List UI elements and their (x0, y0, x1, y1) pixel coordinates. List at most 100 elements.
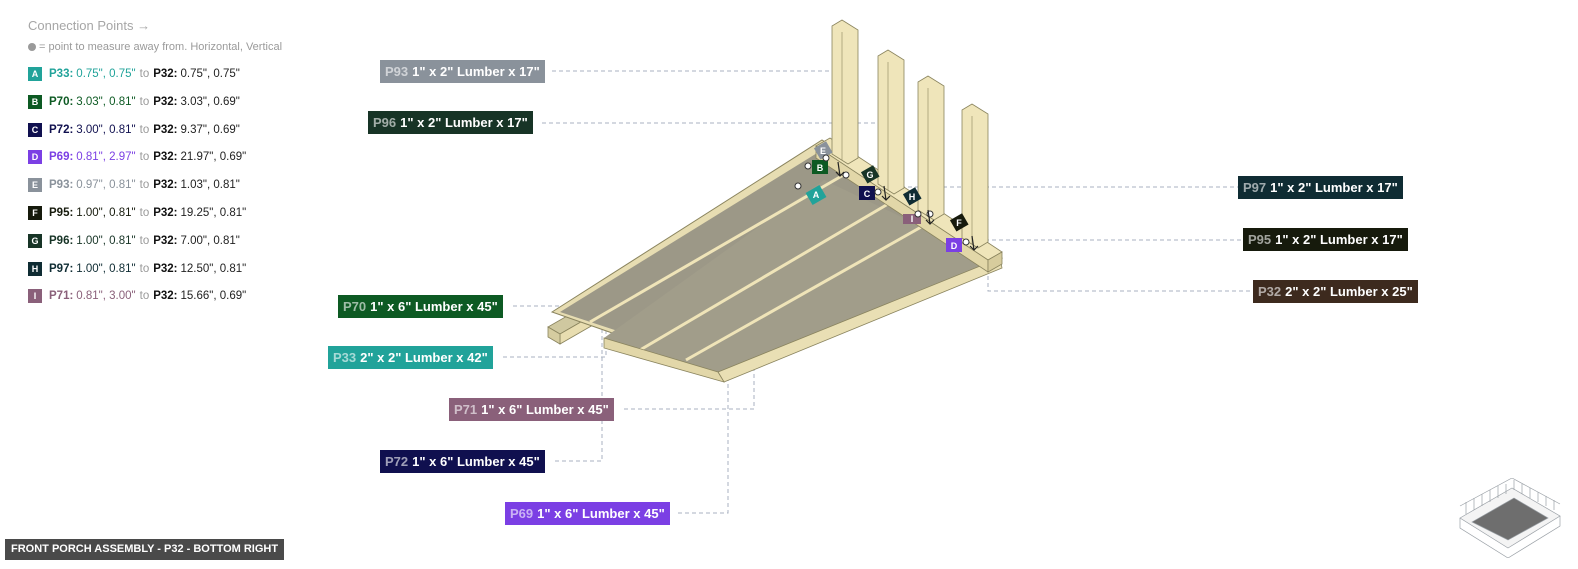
marker-b: B (812, 160, 828, 174)
part-id: P71 (454, 402, 478, 417)
connection-coord: 3.03", 0.81" (76, 95, 136, 108)
connection-to: to (139, 234, 150, 247)
legend-title: Connection Points → (28, 18, 151, 33)
part-id: P32 (1258, 284, 1282, 299)
part-id: P70 (343, 299, 367, 314)
connection-part: P70: (49, 95, 74, 108)
legend-note: = point to measure away from. Horizontal… (28, 40, 328, 54)
connection-points-legend: Connection Points → = point to measure a… (28, 17, 328, 304)
connection-target-part: P32: (153, 290, 178, 303)
rail-p33-end (547, 326, 561, 345)
svg-text:C: C (864, 189, 871, 199)
post-p93 (831, 19, 859, 165)
leader-p32 (987, 262, 1253, 292)
connection-coord: 1.00", 0.81" (76, 234, 136, 247)
connection-target-coord: 21.97", 0.69" (180, 151, 247, 164)
part-id: P97 (1243, 180, 1267, 195)
part-desc: 1" x 6" Lumber x 45" (481, 402, 609, 417)
connection-to: to (139, 179, 150, 192)
part-desc: 1" x 6" Lumber x 45" (370, 299, 498, 314)
connection-part: P33: (49, 68, 74, 80)
part-desc: 2" x 2" Lumber x 25" (1285, 284, 1413, 299)
svg-text:D: D (951, 241, 958, 251)
connection-badge: A (28, 67, 42, 81)
marker-g: G (860, 165, 880, 184)
svg-text:A: A (813, 190, 820, 200)
marker-a: A (805, 184, 827, 206)
connection-part: P71: (49, 290, 74, 303)
part-desc: 1" x 6" Lumber x 45" (412, 454, 540, 469)
leader-p69 (678, 352, 729, 514)
part-id: P69 (510, 506, 534, 521)
connection-target-coord: 12.50", 0.81" (180, 262, 247, 275)
marker-f: F (949, 213, 969, 232)
connector-arrow-icons (835, 161, 979, 251)
svg-text:G: G (866, 170, 873, 180)
connection-part: P95: (49, 207, 74, 219)
connection-target-part: P32: (153, 234, 178, 247)
connection-target-part: P32: (153, 151, 178, 164)
part-desc: 1" x 2" Lumber x 17" (400, 115, 528, 130)
part-desc: 2" x 2" Lumber x 42" (360, 350, 488, 365)
part-desc: 1" x 2" Lumber x 17" (412, 64, 540, 79)
connection-coord: 0.97", 0.81" (76, 179, 136, 192)
connection-to: to (139, 123, 150, 136)
connection-part: P96: (49, 234, 74, 247)
connection-target-part: P32: (153, 123, 178, 136)
post-p97 (917, 75, 945, 221)
svg-text:B: B (817, 163, 824, 173)
part-id: P72 (385, 454, 409, 469)
part-desc: 1" x 2" Lumber x 17" (1275, 232, 1403, 247)
connection-coord: 0.75", 0.75" (76, 68, 136, 80)
connection-target-coord: 9.37", 0.69" (180, 123, 240, 136)
connection-to: to (139, 151, 150, 164)
connection-target-coord: 15.66", 0.69" (180, 290, 247, 303)
post-p95 (961, 103, 989, 249)
connection-target-coord: 3.03", 0.69" (180, 95, 240, 108)
connection-target-part: P32: (153, 95, 178, 108)
board-seam-2 (639, 202, 889, 352)
view-label: FRONT PORCH ASSEMBLY - P32 - BOTTOM RIGH… (5, 539, 285, 560)
connection-part: P72: (49, 123, 74, 136)
marker-e: E (813, 141, 833, 160)
connection-target-part: P32: (153, 179, 178, 192)
connection-target-coord: 0.75", 0.75" (180, 68, 240, 80)
svg-text:F: F (956, 218, 962, 228)
connection-target-part: P32: (153, 68, 178, 80)
connection-target-part: P32: (153, 262, 178, 275)
part-desc: 1" x 2" Lumber x 17" (1270, 180, 1398, 195)
connection-to: to (139, 207, 150, 219)
connection-part: P93: (49, 179, 74, 192)
connection-coord: 1.00", 0.81" (76, 262, 136, 275)
connection-target-coord: 1.03", 0.81" (180, 179, 240, 192)
leader-p72 (555, 322, 603, 462)
connection-badge: G (28, 233, 42, 248)
svg-text:H: H (909, 192, 916, 202)
connection-badge: I (28, 289, 42, 304)
connection-coord: 0.81", 3.00" (76, 290, 136, 303)
svg-text:E: E (820, 146, 826, 156)
connection-to: to (139, 95, 150, 108)
connection-badge: B (28, 94, 42, 109)
assembly-thumbnail-icon[interactable] (1452, 478, 1564, 558)
marker-i: I (903, 214, 921, 224)
